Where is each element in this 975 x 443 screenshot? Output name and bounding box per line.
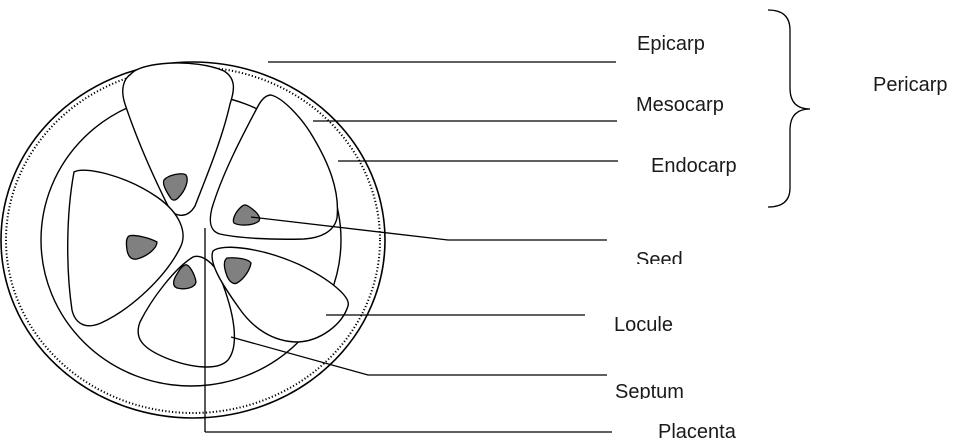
label-locule: Locule [614,314,673,336]
label-septum: Septum [615,381,684,403]
label-placenta: Placenta [658,421,737,443]
label-pericarp: Pericarp [873,74,947,96]
pericarp-brace [768,10,810,207]
label-epicarp: Epicarp [637,33,705,55]
label-endocarp: Endocarp [651,155,737,177]
label-seed: Seed [636,249,683,271]
label-mesocarp: Mesocarp [636,94,724,116]
